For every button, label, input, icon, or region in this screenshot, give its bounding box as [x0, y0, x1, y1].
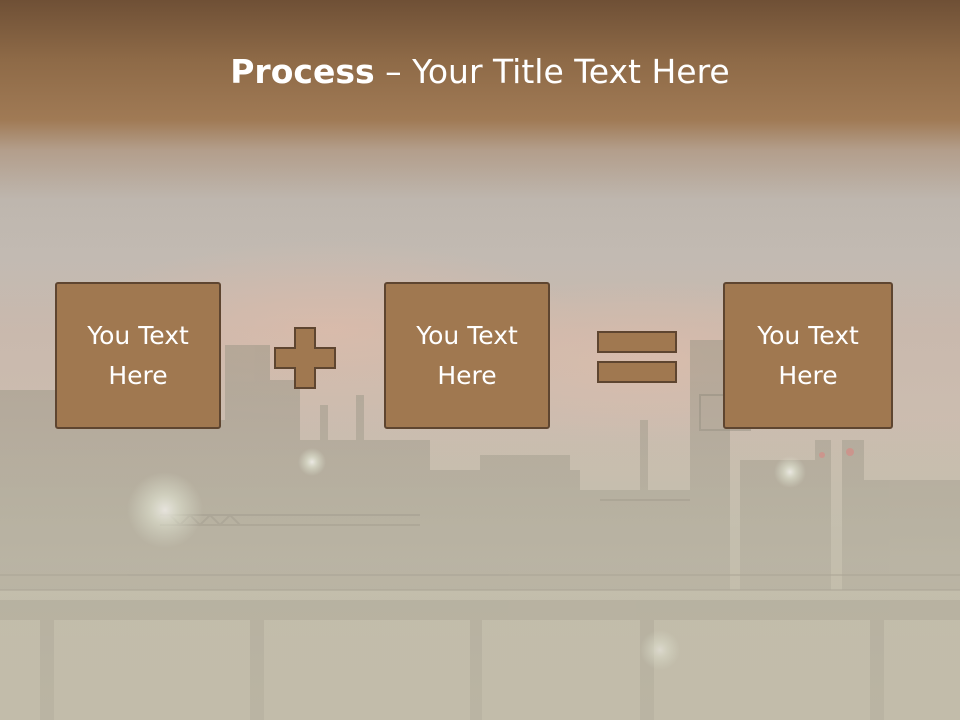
- process-box-1-label: You Text Here: [87, 320, 189, 390]
- process-box-1[interactable]: You Text Here: [55, 282, 221, 429]
- slide-title: Process – Your Title Text Here: [0, 52, 960, 91]
- process-box-3-label: You Text Here: [757, 320, 859, 390]
- process-box-2[interactable]: You Text Here: [384, 282, 550, 429]
- title-rest: – Your Title Text Here: [374, 52, 730, 91]
- process-box-2-label: You Text Here: [416, 320, 518, 390]
- process-box-3[interactable]: You Text Here: [723, 282, 893, 429]
- equals-icon: [597, 331, 677, 383]
- title-bold: Process: [230, 52, 375, 91]
- plus-icon: [274, 327, 336, 389]
